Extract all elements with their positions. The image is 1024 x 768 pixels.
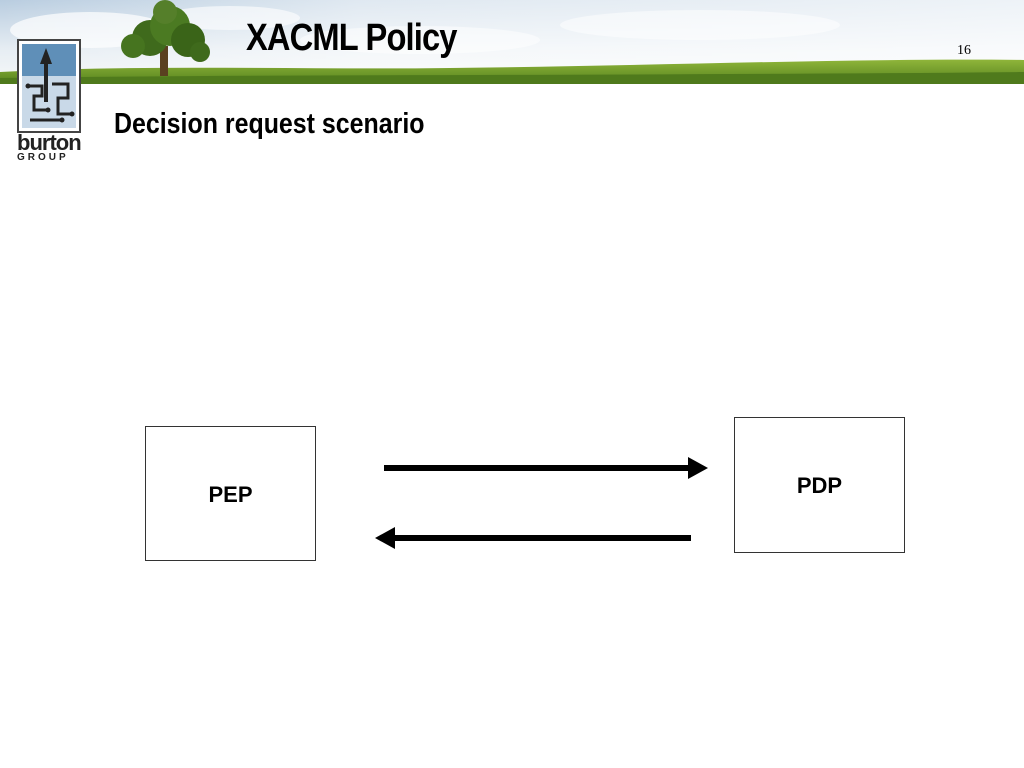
logo-subtext: GROUP [17, 152, 69, 163]
response-arrow [375, 527, 691, 549]
tree-icon [121, 0, 210, 76]
logo-wordmark: burton [17, 130, 82, 155]
pep-label: PEP [208, 482, 253, 507]
slide-title: XACML Policy [246, 17, 457, 59]
request-arrow [384, 457, 708, 479]
pep-box: PEP [145, 426, 316, 561]
pdp-box: PDP [734, 417, 905, 553]
slide-subtitle: Decision request scenario [114, 108, 425, 140]
slide-number: 16 [957, 43, 971, 58]
header-banner [0, 0, 1024, 100]
pdp-label: PDP [796, 473, 843, 498]
burton-group-logo-icon [17, 39, 81, 133]
